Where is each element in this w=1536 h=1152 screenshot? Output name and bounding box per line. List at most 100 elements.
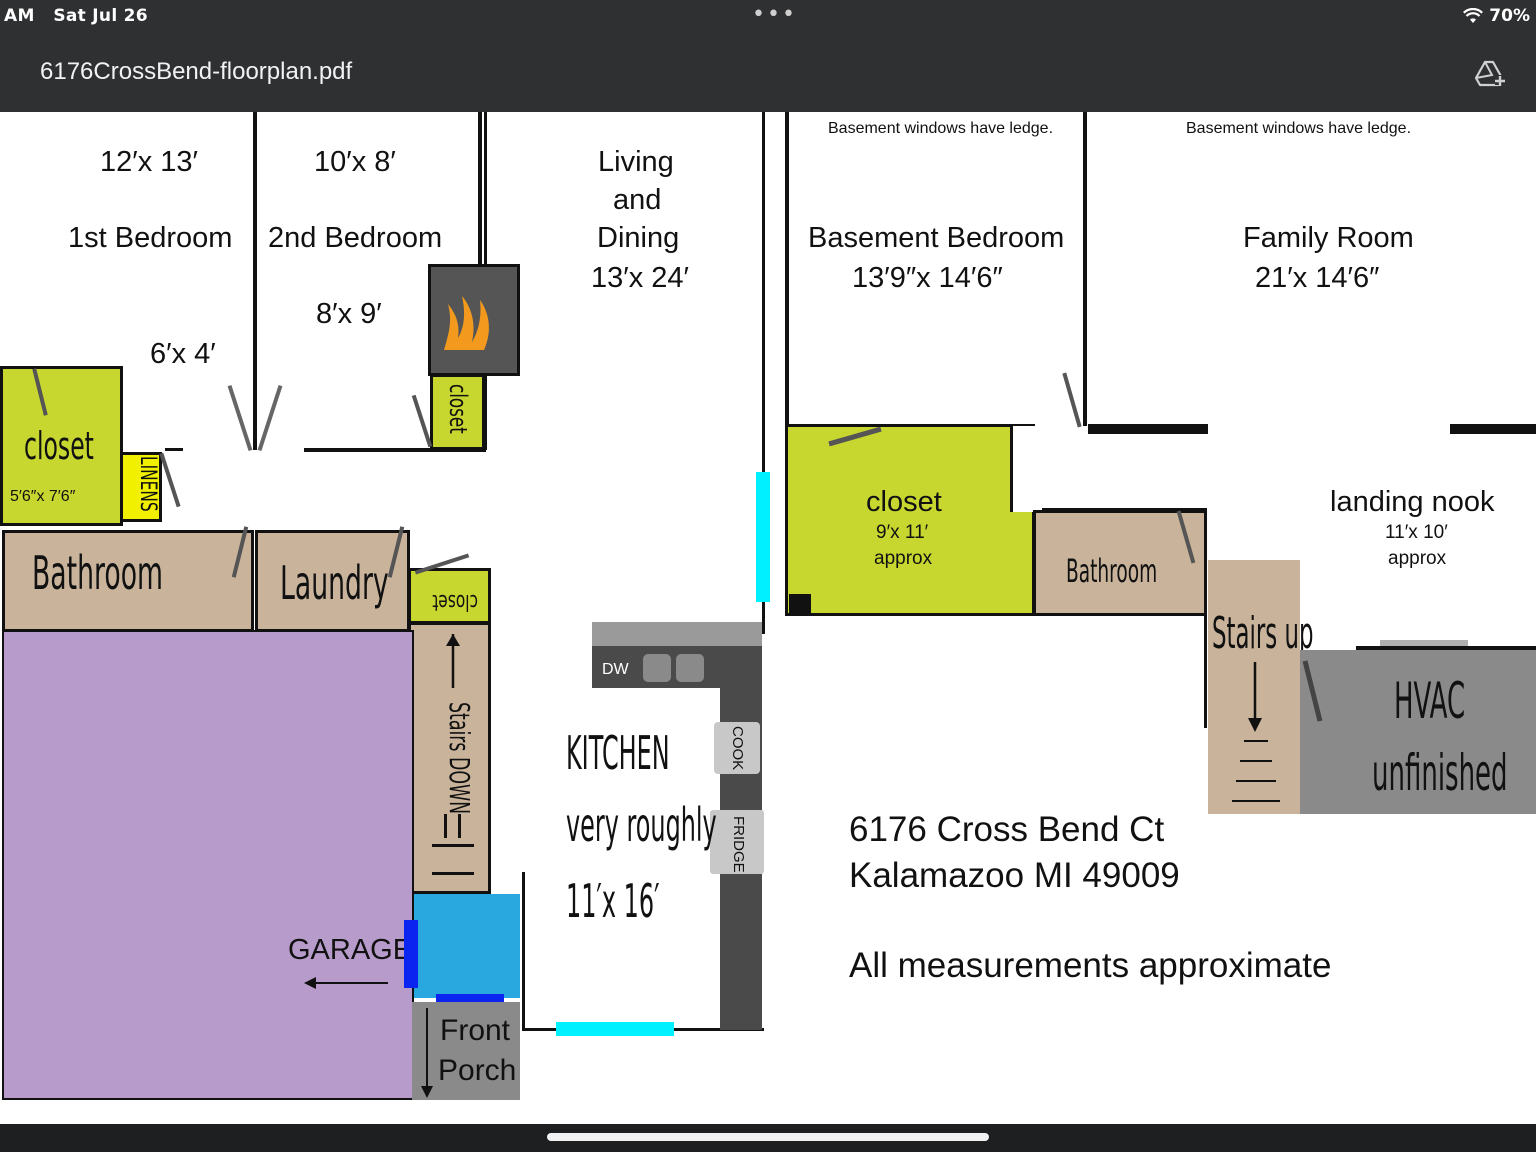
status-right: 70%: [1463, 6, 1530, 26]
front-porch-label-1: Front: [440, 1014, 511, 1047]
sink-basin: [676, 654, 704, 682]
disclaimer: All measurements approximate: [849, 946, 1332, 985]
arrow-up-icon: [446, 634, 460, 688]
laundry-label: Laundry: [280, 556, 389, 610]
stair-step: [1240, 760, 1272, 762]
linens-label: LINENS: [135, 456, 160, 512]
landing-nook-note: approx: [1388, 548, 1447, 569]
closet-main-size: 5′6″x 7′6″: [10, 488, 76, 505]
stair-step: [1236, 780, 1276, 782]
basement-closet-notch: [1012, 426, 1042, 512]
stair-step: [1244, 740, 1268, 742]
stove: [714, 722, 760, 774]
bottom-bar: [0, 1124, 1536, 1152]
front-porch-label-2: Porch: [438, 1054, 517, 1087]
landing-nook-size: 11′x 10′: [1385, 522, 1448, 543]
landing-nook-name: landing nook: [1330, 486, 1495, 518]
basement-note-1: Basement windows have ledge.: [828, 120, 1054, 137]
stair-step: [444, 814, 447, 838]
basement-note-2: Basement windows have ledge.: [1186, 120, 1412, 137]
garage-door: [404, 920, 418, 988]
wall: [522, 872, 525, 1030]
kitchen-size: 11′x 16′: [566, 874, 660, 928]
closet-main-label: closet: [24, 424, 94, 468]
bedroom1-name: 1st Bedroom: [68, 222, 233, 254]
wifi-icon: [1463, 8, 1484, 23]
wall: [762, 112, 765, 634]
garage: [2, 630, 414, 1100]
file-title: 6176CrossBend-floorplan.pdf: [40, 58, 353, 85]
entry: [414, 894, 520, 998]
linens-cabinet: [120, 452, 162, 522]
basement-bathroom: [1033, 510, 1207, 616]
stairs-up-label: Stairs up: [1212, 608, 1314, 659]
fridge: [710, 810, 764, 874]
stair-step: [432, 844, 474, 847]
stairs-closet-label: closet: [432, 589, 478, 614]
wall: [1450, 424, 1536, 434]
arrow-down-icon: [421, 1008, 433, 1098]
wall: [785, 112, 789, 424]
bedroom2-closet-size: 8′x 9′: [316, 298, 382, 330]
more-dots-icon[interactable]: •••: [752, 2, 797, 27]
living-label-2: and: [613, 184, 662, 216]
front-porch: [412, 1002, 520, 1100]
small-closet: [430, 374, 485, 450]
family-room-size: 21′x 14′6″: [1255, 262, 1380, 294]
stair-step: [432, 872, 474, 875]
add-to-drive-icon[interactable]: [1474, 58, 1506, 90]
bathroom-main-label: Bathroom: [32, 546, 164, 600]
wall: [253, 112, 257, 450]
dishwasher-label: DW: [602, 661, 629, 678]
stairs-closet: [408, 568, 491, 624]
wall: [1083, 112, 1087, 426]
hvac-label: HVAC: [1394, 672, 1466, 730]
bedroom1-door: [227, 385, 253, 451]
top-bar: AM Sat Jul 26 ••• 70% 6176CrossBend-floo…: [0, 0, 1536, 112]
hvac-room: [1300, 650, 1536, 814]
address-line-1: 6176 Cross Bend Ct: [849, 810, 1165, 849]
wall: [304, 448, 486, 452]
battery-percent: 70%: [1489, 6, 1530, 26]
wall: [1010, 508, 1206, 511]
status-time: AM Sat Jul 26: [4, 6, 148, 26]
fireplace: [428, 264, 520, 376]
stair-step: [1232, 800, 1280, 802]
living-label-3: Dining: [597, 222, 680, 254]
sink-basin: [643, 654, 671, 682]
address-line-2: Kalamazoo MI 49009: [849, 856, 1180, 895]
basement-bathroom-label: Bathroom: [1066, 552, 1158, 590]
bedroom2-name: 2nd Bedroom: [268, 222, 443, 254]
living-label-1: Living: [598, 146, 674, 178]
linens-door: [159, 452, 181, 508]
bedroom2-size: 10′x 8′: [314, 146, 396, 178]
wall: [1088, 424, 1208, 434]
basement-closet: [785, 424, 1035, 616]
basement-bedroom-door: [1062, 372, 1082, 428]
wall: [1204, 508, 1207, 728]
window: [756, 472, 770, 602]
stove-label: COOK: [729, 726, 746, 771]
stair-step: [458, 814, 461, 838]
stairs-down-label: Stairs DOWN: [443, 702, 476, 815]
kitchen-label-2: very roughly: [566, 798, 717, 852]
window: [556, 1022, 674, 1036]
arrow-left-icon: [304, 977, 388, 989]
garage-label: GARAGE: [288, 934, 413, 966]
basement-bedroom-name: Basement Bedroom: [808, 222, 1065, 254]
closet-main: [0, 366, 123, 526]
small-closet-label: closet: [444, 384, 472, 434]
hall-size: 6′x 4′: [150, 338, 216, 370]
home-indicator[interactable]: [547, 1133, 989, 1141]
living-size: 13′x 24′: [591, 262, 689, 294]
family-room-name: Family Room: [1243, 222, 1414, 254]
wall: [1010, 424, 1013, 512]
wall: [165, 448, 183, 451]
kitchen-counter-top: [592, 622, 762, 646]
bedroom2-door: [257, 385, 283, 451]
basement-closet-note: approx: [874, 548, 933, 569]
basement-bedroom-size: 13′9″x 14′6″: [852, 262, 1003, 294]
wall: [1356, 646, 1536, 650]
hvac-vent: [1380, 640, 1468, 646]
bedroom1-size: 12′x 13′: [100, 146, 198, 178]
